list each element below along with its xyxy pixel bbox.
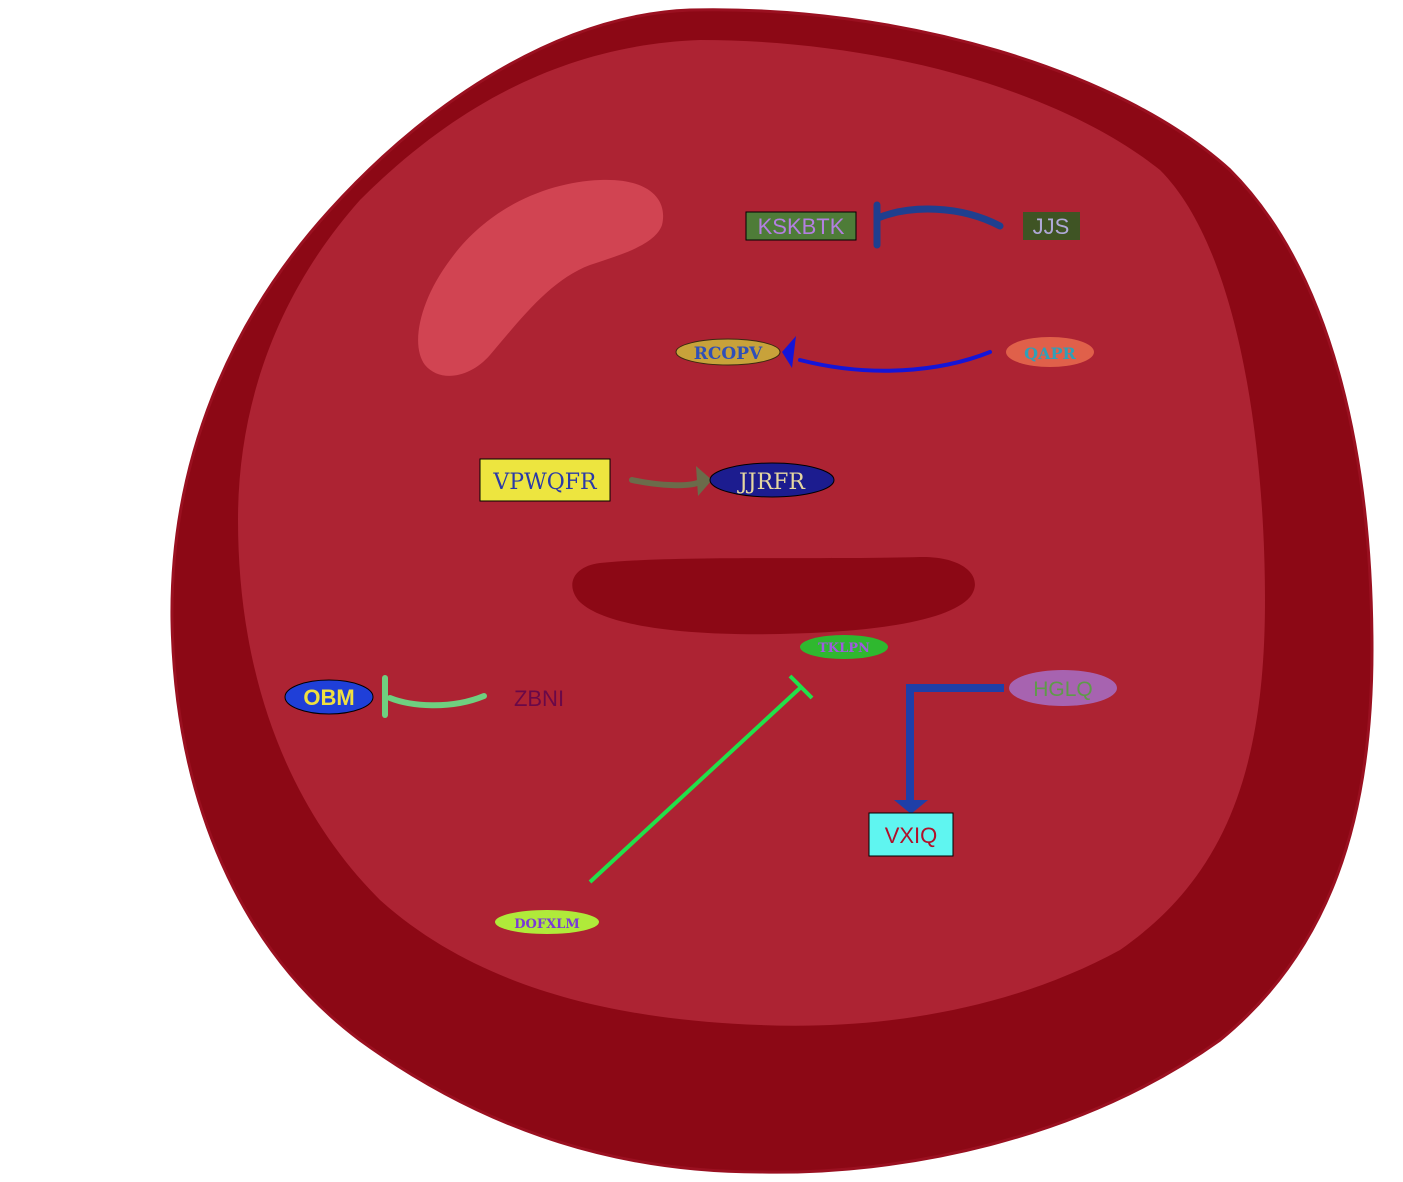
node-hglq[interactable]: HGLQ [1009,670,1117,706]
edge-vpwqfr-jjrfr [629,466,712,496]
node-jjs[interactable]: JJS [1023,212,1080,240]
node-tklpn[interactable]: TKLPN [800,635,888,659]
node-jjs-label: JJS [1033,214,1070,239]
node-kskbtk-label: KSKBTK [758,214,845,239]
node-obm-label: OBM [303,685,354,710]
cell-highlight [418,179,664,376]
edge-zbni-obm [382,675,487,718]
node-kskbtk[interactable]: KSKBTK [745,211,857,241]
node-zbni[interactable]: ZBNI [514,686,564,711]
node-dofxlm-label: DOFXLM [514,917,579,932]
edge-jjs-kskbtk [873,201,1004,249]
node-zbni-label: ZBNI [514,686,564,711]
node-qapr-label: QAPR [1024,344,1076,363]
node-hglq-label: HGLQ [1033,678,1093,701]
node-jjrfr[interactable]: JJRFR [709,462,835,498]
node-obm[interactable]: OBM [284,679,374,715]
node-qapr[interactable]: QAPR [1006,337,1094,367]
node-jjrfr-label: JJRFR [737,470,806,495]
edge-dofxlm-tklpn [588,674,814,884]
node-vpwqfr-label: VPWQFR [492,470,598,495]
node-vxiq[interactable]: VXIQ [868,812,954,857]
node-vpwqfr[interactable]: VPWQFR [479,458,611,502]
node-tklpn-label: TKLPN [818,641,870,656]
node-rcopv-label: RCOPV [694,344,763,364]
node-rcopv[interactable]: RCOPV [675,338,781,366]
edge-hglq-vxiq [894,684,1004,814]
nucleus [572,556,975,635]
node-vxiq-label: VXIQ [885,823,938,848]
edge-qapr-rcopv [782,336,992,373]
node-dofxlm[interactable]: DOFXLM [495,910,599,934]
cell-cytoplasm [238,40,1265,1026]
